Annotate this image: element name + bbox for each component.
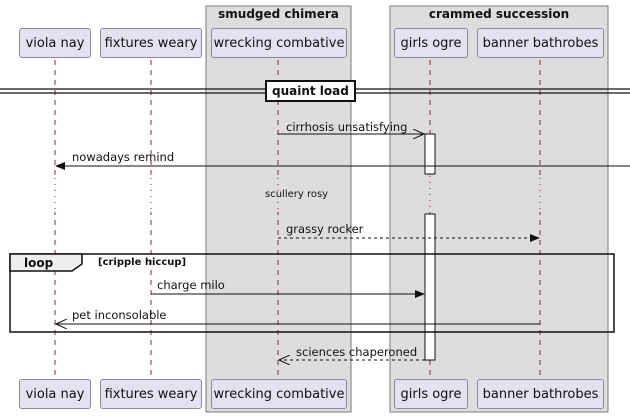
participant-girls-ogre-top[interactable]: girls ogre bbox=[394, 28, 468, 58]
participant-banner-bathrobes-top[interactable]: banner bathrobes bbox=[477, 28, 604, 58]
participant-wrecking-combative-bottom[interactable]: wrecking combative bbox=[211, 379, 347, 409]
delay-label: scullery rosy bbox=[265, 189, 329, 200]
loop-frame bbox=[9, 253, 615, 333]
participant-fixtures-weary-bottom[interactable]: fixtures weary bbox=[100, 379, 202, 409]
participant-banner-bathrobes-bottom[interactable]: banner bathrobes bbox=[477, 379, 604, 409]
message-label-nowadays-remind: nowadays remind bbox=[72, 150, 175, 164]
loop-tab bbox=[9, 253, 83, 272]
message-label-cirrhosis-unsatisfying: cirrhosis unsatisfying bbox=[286, 120, 408, 134]
participant-viola-nay-top[interactable]: viola nay bbox=[19, 28, 91, 58]
message-label-charge-milo: charge milo bbox=[157, 278, 225, 292]
message-label-pet-inconsolable: pet inconsolable bbox=[72, 308, 167, 322]
box-crammed-succession bbox=[389, 5, 609, 413]
box-title-smudged-chimera: smudged chimera bbox=[218, 7, 339, 21]
message-label-sciences-chaperoned: sciences chaperoned bbox=[296, 345, 418, 359]
message-label-grassy-rocker: grassy rocker bbox=[286, 222, 364, 236]
participant-wrecking-combative-top[interactable]: wrecking combative bbox=[211, 28, 347, 58]
loop-keyword: loop bbox=[24, 256, 54, 270]
participant-fixtures-weary-top[interactable]: fixtures weary bbox=[100, 28, 202, 58]
participant-girls-ogre-bottom[interactable]: girls ogre bbox=[394, 379, 468, 409]
box-title-crammed-succession: crammed succession bbox=[428, 7, 570, 21]
participant-viola-nay-bottom[interactable]: viola nay bbox=[19, 379, 91, 409]
activation-girls-ogre-lower bbox=[424, 213, 436, 361]
loop-condition: [cripple hiccup] bbox=[98, 257, 187, 268]
activation-girls-ogre-upper bbox=[424, 133, 436, 175]
divider-label: quaint load bbox=[265, 80, 356, 102]
